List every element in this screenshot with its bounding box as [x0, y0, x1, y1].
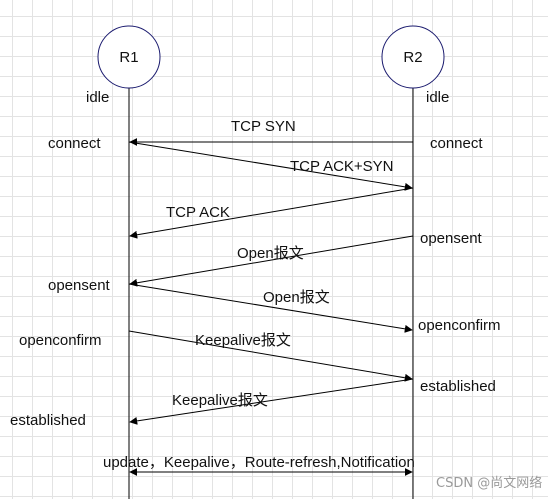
r2-node-label: R2	[403, 49, 422, 66]
msg-open-r2-r1: Open报文	[237, 245, 304, 262]
arrow-tcp-ack	[129, 187, 414, 239]
r1-state-established: established	[10, 412, 86, 429]
msg-update: update，Keepalive，Route-refresh,Notificat…	[103, 454, 415, 471]
r2-state-connect: connect	[430, 135, 483, 152]
r1-state-openconfirm: openconfirm	[19, 332, 102, 349]
msg-keepalive-r2-r1: Keepalive报文	[172, 392, 268, 409]
arrow-open-r2-r1	[129, 235, 414, 287]
msg-keepalive-r1-r2: Keepalive报文	[195, 332, 291, 349]
r2-state-openconfirm: openconfirm	[418, 317, 501, 334]
r1-node	[97, 25, 161, 89]
r1-state-connect: connect	[48, 135, 101, 152]
arrow-tcp-ack-syn	[128, 141, 413, 191]
arrow-keepalive-r2-r1	[129, 378, 414, 425]
arrow-keepalive-r1-r2	[128, 330, 413, 382]
msg-tcp-ack: TCP ACK	[166, 204, 230, 221]
msg-tcp-syn: TCP SYN	[231, 118, 296, 135]
msg-open-r1-r2: Open报文	[263, 289, 330, 306]
r2-node	[381, 25, 445, 89]
r2-state-established: established	[420, 378, 496, 395]
r1-state-opensent: opensent	[48, 277, 111, 294]
r1-node-label: R1	[119, 49, 138, 66]
r2-state-idle: idle	[426, 89, 449, 106]
msg-tcp-ack-syn: TCP ACK+SYN	[290, 158, 394, 175]
r2-state-opensent: opensent	[420, 230, 483, 247]
arrow-open-r1-r2	[128, 283, 413, 333]
r1-state-idle: idle	[86, 89, 109, 106]
watermark: CSDN @尚文网络	[436, 475, 542, 491]
